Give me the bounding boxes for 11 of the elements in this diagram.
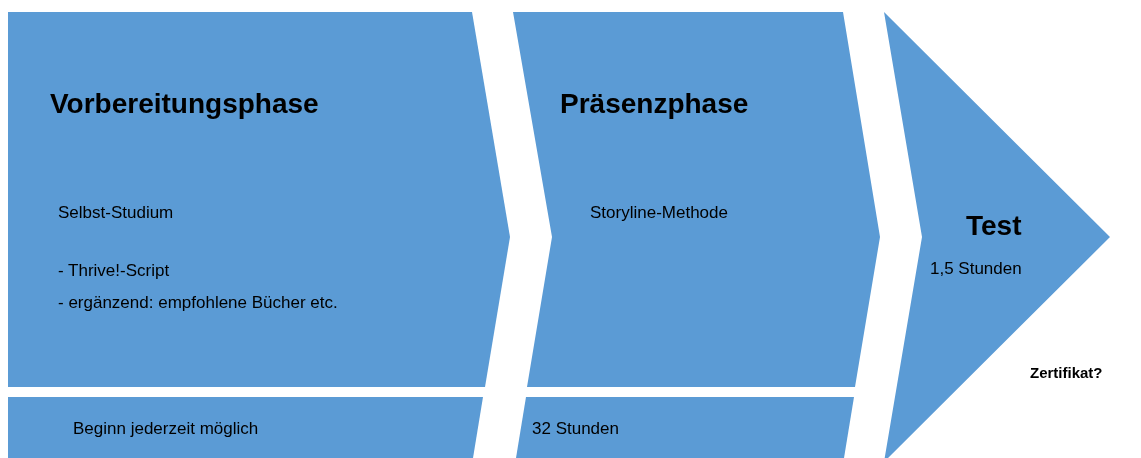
description-text: - ergänzend: empfohlene Bücher etc. [58,292,338,314]
description-text: Selbst-Studium [58,202,174,224]
phase-heading: Test [966,209,1022,243]
description-text: - Thrive!-Script [58,260,170,282]
phase-heading: Präsenzphase [560,87,749,121]
phase-heading: Vorbereitungsphase [50,87,319,121]
duration-text: Beginn jederzeit möglich [73,418,259,440]
description-text: 1,5 Stunden [930,258,1022,280]
note-text: Zertifikat? [1030,364,1103,381]
description-text: Storyline-Methode [590,202,728,224]
duration-text: 32 Stunden [532,418,619,440]
